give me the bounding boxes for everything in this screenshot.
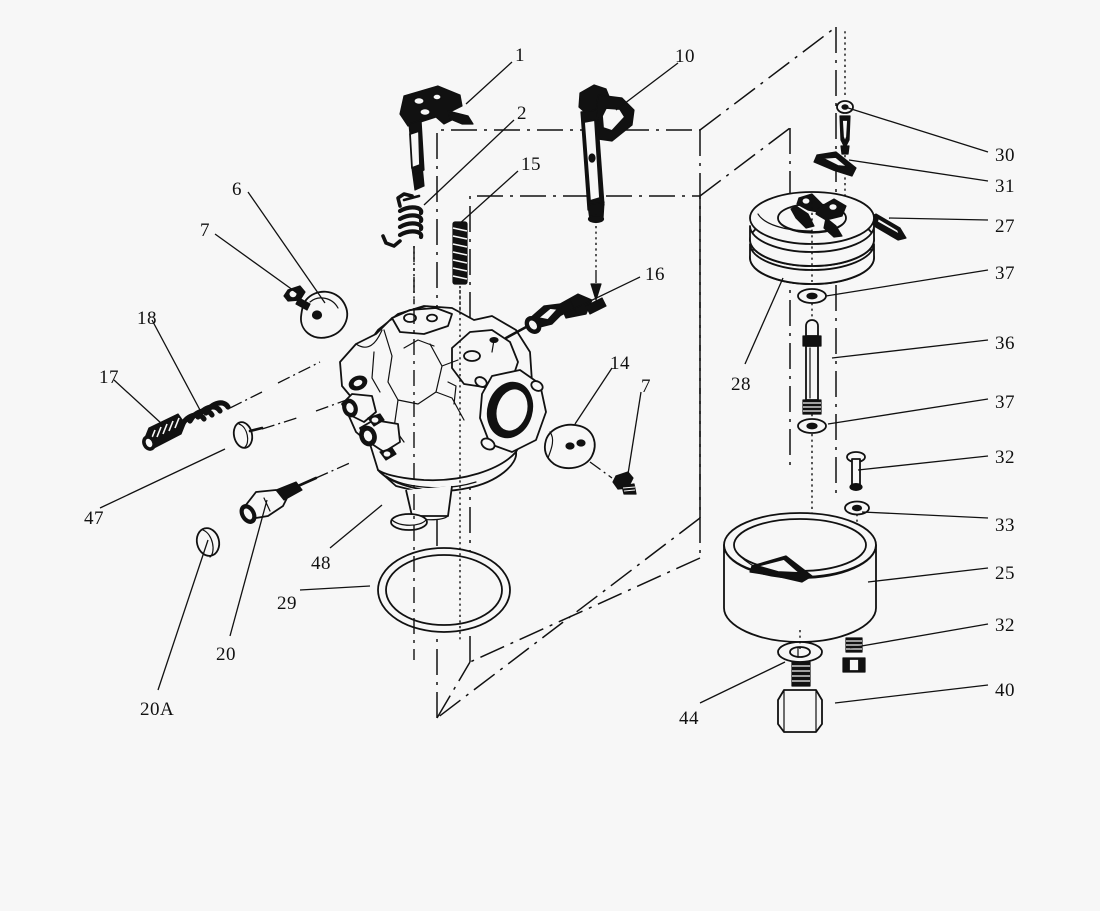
part-screw-7-lower xyxy=(589,461,637,495)
callout-20: 20 xyxy=(216,644,236,665)
leader-25 xyxy=(867,567,989,583)
part-roll-pin-27 xyxy=(869,213,907,241)
part-screw-32-upper xyxy=(844,451,870,516)
part-nozzle-20 xyxy=(239,476,318,524)
part-bowl-nut-40 xyxy=(777,661,823,733)
callout-31: 31 xyxy=(995,176,1015,197)
leader-30 xyxy=(844,106,989,153)
leader-27 xyxy=(888,217,989,221)
part-bowl-oring-29 xyxy=(377,547,511,633)
part-shutter-6 xyxy=(300,290,349,339)
leader-16 xyxy=(554,276,641,319)
leader-47 xyxy=(99,448,226,509)
projection-box-front xyxy=(436,129,701,719)
leader-28 xyxy=(744,277,784,365)
callout-29: 29 xyxy=(277,593,297,614)
part-choke-lever-10 xyxy=(578,84,635,224)
leader-48 xyxy=(329,504,383,549)
leader-7 xyxy=(214,233,298,294)
leader-40 xyxy=(834,684,989,704)
callout-28: 28 xyxy=(731,374,751,395)
callout-16: 16 xyxy=(645,264,665,285)
callout-32: 32 xyxy=(995,447,1015,468)
callout-37: 37 xyxy=(995,263,1015,284)
leader-lines xyxy=(99,61,989,704)
part-pulley-28 xyxy=(749,191,875,285)
callout-25: 25 xyxy=(995,563,1015,584)
callout-40: 40 xyxy=(995,680,1015,701)
part-idle-spring-15 xyxy=(452,221,468,285)
part-throttle-lever-1 xyxy=(399,85,474,191)
callout-17: 17 xyxy=(99,367,119,388)
callout-7: 7 xyxy=(641,376,651,397)
leader-33 xyxy=(861,511,989,519)
leader-17 xyxy=(113,379,163,425)
callout-20a: 20A xyxy=(140,699,175,720)
part-idle-spring-18 xyxy=(179,400,231,428)
leader-20 xyxy=(229,499,268,637)
callout-6: 6 xyxy=(232,179,242,200)
leader-44 xyxy=(699,661,786,704)
leader-32 xyxy=(849,623,989,649)
callout-48: 48 xyxy=(311,553,331,574)
callout-37: 37 xyxy=(995,392,1015,413)
leader-36 xyxy=(831,339,989,359)
leader-14 xyxy=(574,367,613,425)
nozzle-projection xyxy=(315,461,353,479)
callout-32: 32 xyxy=(995,615,1015,636)
callout-15: 15 xyxy=(521,154,541,175)
leader-32 xyxy=(857,455,989,471)
part-washer-37-lower xyxy=(797,418,827,434)
leader-2 xyxy=(423,119,515,206)
callout-44: 44 xyxy=(679,708,699,729)
leader-15 xyxy=(457,170,519,226)
leader-6 xyxy=(247,191,326,304)
part-float-shaft-36 xyxy=(802,319,822,415)
part-float-valve-seat-14 xyxy=(543,423,596,470)
leader-31 xyxy=(848,159,989,182)
leader-37 xyxy=(825,269,989,297)
welch-projection xyxy=(261,416,301,430)
part-main-jet-48 xyxy=(390,513,428,531)
leader-37 xyxy=(827,398,989,425)
callout-47: 47 xyxy=(84,508,104,529)
part-spring-clip-31 xyxy=(813,151,857,177)
choke-arrow xyxy=(590,283,602,301)
leader-7 xyxy=(627,391,642,475)
leader-20a xyxy=(157,539,209,691)
idle-assembly-projection-2 xyxy=(277,361,321,384)
callout-1: 1 xyxy=(515,45,525,66)
leader-18 xyxy=(151,319,201,411)
part-carburetor-body xyxy=(339,305,547,521)
part-welch-plug-47 xyxy=(232,421,264,449)
callout-2: 2 xyxy=(517,103,527,124)
idle-assembly-projection xyxy=(229,391,263,409)
part-washer-37-upper xyxy=(797,288,827,304)
part-screw-32-lower xyxy=(842,637,866,673)
part-idle-screw-17 xyxy=(142,413,186,451)
leader-1 xyxy=(465,61,513,105)
part-float-bowl-25 xyxy=(723,512,877,643)
leader-10 xyxy=(615,62,679,111)
callout-33: 33 xyxy=(995,515,1015,536)
callout-36: 36 xyxy=(995,333,1015,354)
part-bowl-gasket-44 xyxy=(777,641,823,663)
callout-7: 7 xyxy=(200,220,210,241)
callout-10: 10 xyxy=(675,46,695,67)
callout-18: 18 xyxy=(137,308,157,329)
leader-29 xyxy=(299,585,371,591)
callout-30: 30 xyxy=(995,145,1015,166)
part-throttle-spring-2 xyxy=(381,192,424,248)
callout-27: 27 xyxy=(995,216,1015,237)
part-clip-30 xyxy=(836,100,854,155)
callout-14: 14 xyxy=(610,353,630,374)
part-screw-7-upper xyxy=(283,285,311,311)
